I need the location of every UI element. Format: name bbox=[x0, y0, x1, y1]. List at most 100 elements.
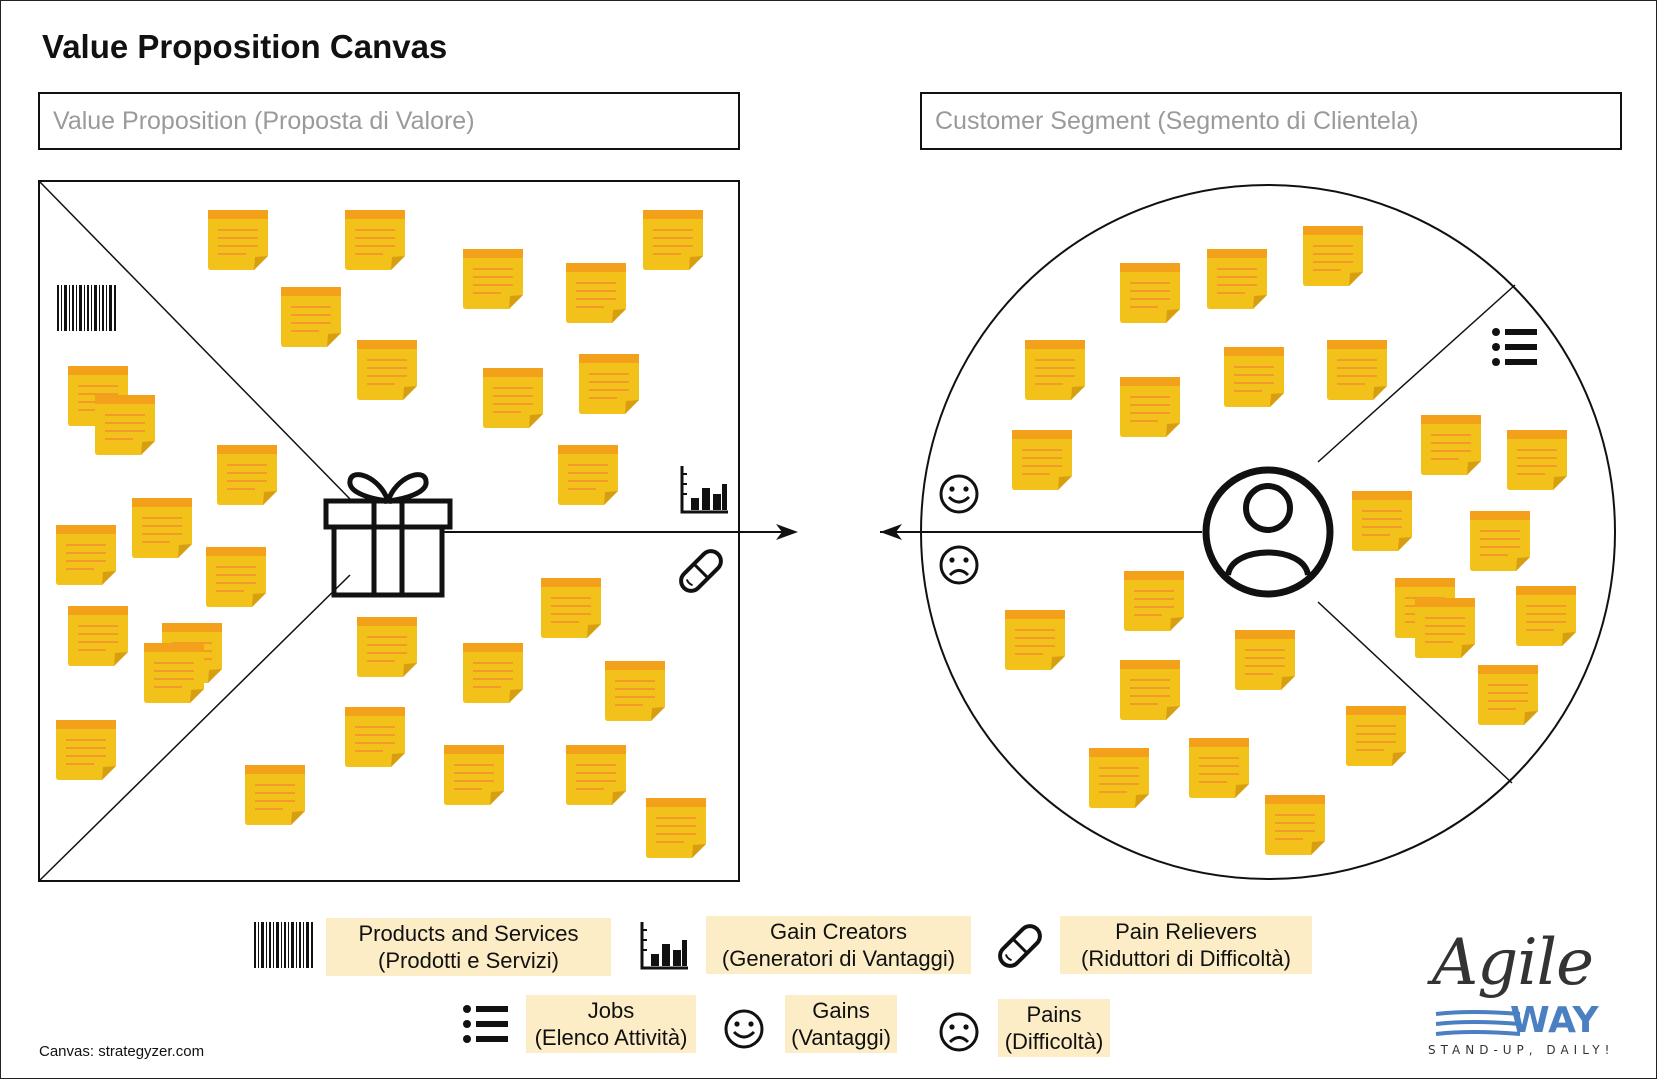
sticky-note bbox=[1119, 659, 1181, 721]
sticky-note bbox=[1223, 346, 1285, 408]
sticky-note bbox=[205, 546, 267, 608]
sticky-note bbox=[94, 394, 156, 456]
sticky-note bbox=[356, 616, 418, 678]
sticky-note bbox=[1477, 664, 1539, 726]
logo-tagline: STAND-UP, DAILY! bbox=[1428, 1043, 1615, 1057]
sticky-note bbox=[1351, 490, 1413, 552]
logo-word-agile: Agile bbox=[1432, 926, 1594, 1000]
customer-profile bbox=[880, 184, 1616, 880]
sticky-note bbox=[344, 209, 406, 271]
sticky-note bbox=[462, 642, 524, 704]
value-map-sticky-notes bbox=[55, 209, 707, 859]
list-icon bbox=[1492, 328, 1537, 366]
legend-pains: Pains (Difficoltà) bbox=[998, 999, 1110, 1057]
legend-pains-title: Pains bbox=[1026, 1002, 1082, 1027]
legend-gain-creators-title: Gain Creators bbox=[770, 919, 907, 944]
sticky-note bbox=[1264, 794, 1326, 856]
sticky-note bbox=[1414, 597, 1476, 659]
divider-jobs-bottom bbox=[1317, 601, 1513, 784]
legend-gains-title: Gains bbox=[812, 998, 870, 1023]
legend-bar-chart-icon bbox=[640, 920, 690, 970]
sticky-note bbox=[1420, 414, 1482, 476]
sticky-note bbox=[207, 209, 269, 271]
sticky-note bbox=[1206, 248, 1268, 310]
user-icon bbox=[1202, 466, 1334, 598]
sticky-note bbox=[462, 248, 524, 310]
sticky-note bbox=[1004, 609, 1066, 671]
customer-segment-field[interactable]: Customer Segment (Segmento di Clientela) bbox=[920, 92, 1622, 150]
legend-gains: Gains (Vantaggi) bbox=[785, 995, 897, 1053]
customer-segment-placeholder: Customer Segment (Segmento di Clientela) bbox=[935, 106, 1419, 135]
value-arrow-head bbox=[776, 524, 798, 540]
legend-pain-relievers-subtitle: (Riduttori di Difficoltà) bbox=[1081, 946, 1291, 971]
legend-list-icon bbox=[463, 1005, 508, 1043]
divider-pain-relievers bbox=[38, 574, 351, 882]
sticky-note bbox=[356, 339, 418, 401]
legend-jobs-title: Jobs bbox=[587, 998, 635, 1023]
barcode-icon bbox=[57, 285, 116, 331]
sticky-note bbox=[565, 262, 627, 324]
sticky-note bbox=[578, 353, 640, 415]
sticky-note bbox=[216, 444, 278, 506]
sticky-note bbox=[55, 719, 117, 781]
sticky-note bbox=[1088, 747, 1150, 809]
legend-barcode-icon bbox=[254, 922, 313, 968]
sticky-note bbox=[443, 744, 505, 806]
sticky-note bbox=[67, 605, 129, 667]
legend-products-services-subtitle: (Prodotti e Servizi) bbox=[378, 948, 559, 973]
value-map bbox=[38, 180, 798, 882]
sticky-note bbox=[604, 660, 666, 722]
sticky-note bbox=[55, 524, 117, 586]
sticky-note bbox=[280, 286, 342, 348]
sticky-note bbox=[1506, 429, 1568, 491]
value-proposition-field[interactable]: Value Proposition (Proposta di Valore) bbox=[38, 92, 740, 150]
sticky-note bbox=[645, 797, 707, 859]
legend-products-services-title: Products and Services bbox=[358, 921, 579, 946]
legend-frown-icon bbox=[939, 1012, 979, 1052]
sticky-note bbox=[557, 444, 619, 506]
page-title: Value Proposition Canvas bbox=[42, 28, 448, 65]
legend-gains-subtitle: (Vantaggi) bbox=[791, 1025, 891, 1050]
sticky-note bbox=[642, 209, 704, 271]
sticky-note bbox=[131, 497, 193, 559]
sticky-note bbox=[1024, 339, 1086, 401]
divider-products bbox=[38, 180, 351, 500]
agile-way-logo-waves bbox=[1435, 1010, 1521, 1036]
canvas-credit: Canvas: strategyzer.com bbox=[39, 1043, 205, 1060]
sticky-note bbox=[1469, 510, 1531, 572]
legend-jobs-subtitle: (Elenco Attività) bbox=[534, 1025, 688, 1050]
sticky-note bbox=[1302, 225, 1364, 287]
sticky-note bbox=[1011, 429, 1073, 491]
pill-icon bbox=[674, 544, 728, 598]
legend-products-services: Products and Services (Prodotti e Serviz… bbox=[326, 918, 611, 976]
sticky-note bbox=[143, 642, 205, 704]
smile-icon bbox=[939, 474, 979, 514]
sticky-note bbox=[1119, 376, 1181, 438]
legend-gain-creators: Gain Creators (Generatori di Vantaggi) bbox=[706, 916, 971, 974]
sticky-note bbox=[344, 706, 406, 768]
gift-icon bbox=[323, 472, 453, 598]
frown-icon bbox=[939, 545, 979, 585]
value-proposition-placeholder: Value Proposition (Proposta di Valore) bbox=[53, 106, 475, 135]
sticky-note bbox=[1123, 570, 1185, 632]
sticky-note bbox=[1119, 262, 1181, 324]
divider-jobs-top bbox=[1317, 284, 1516, 463]
legend-pains-subtitle: (Difficoltà) bbox=[1004, 1029, 1104, 1054]
bar-chart-icon bbox=[680, 464, 730, 514]
sticky-note bbox=[565, 744, 627, 806]
legend-smile-icon bbox=[724, 1009, 764, 1049]
sticky-note bbox=[1345, 705, 1407, 767]
legend-pain-relievers-title: Pain Relievers bbox=[1115, 919, 1257, 944]
sticky-note bbox=[482, 367, 544, 429]
sticky-note bbox=[1188, 737, 1250, 799]
legend-gain-creators-subtitle: (Generatori di Vantaggi) bbox=[721, 946, 956, 971]
legend-pain-relievers: Pain Relievers (Riduttori di Difficoltà) bbox=[1060, 916, 1312, 974]
logo-word-way: WAY bbox=[1510, 1000, 1599, 1041]
sticky-note bbox=[244, 764, 306, 826]
sticky-note bbox=[1234, 629, 1296, 691]
sticky-note bbox=[1326, 339, 1388, 401]
legend-pill-icon bbox=[993, 919, 1047, 973]
